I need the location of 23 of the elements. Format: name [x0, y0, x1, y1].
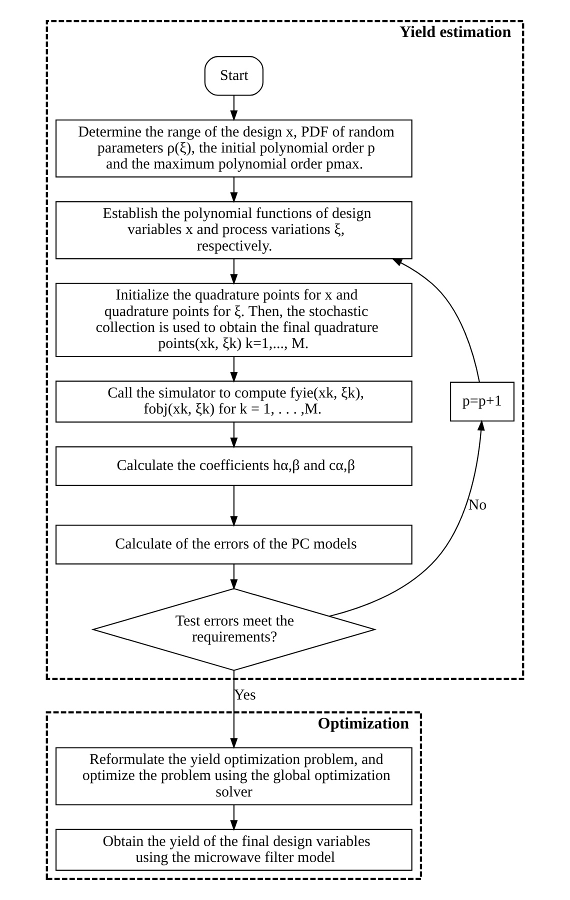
node-box: Initialize the quadrature points for x and quadrature points for ξ. Then, the stochastic collection is used to obtain the final quadrature points(xk, ξk) k=1,..., M.: [56, 282, 412, 358]
arrow: [230, 564, 238, 590]
arrow: [391, 258, 480, 382]
arrow: [230, 422, 238, 448]
arrow: [230, 96, 238, 122]
arrow: [230, 177, 238, 204]
arrow: [329, 420, 485, 617]
arrow: [230, 356, 238, 383]
node-box: Calculate the coefficients hα,β and cα,β: [56, 446, 412, 486]
node-box: Start: [204, 56, 264, 96]
node-box: Calculate of the errors of the PC models: [56, 524, 412, 564]
node-diamond: Test errors meet the requirements?: [91, 588, 377, 671]
node-box: Determine the range of the design x, PDF of random parameters ρ(ξ), the initial polynomial order p and the maximum polynomial order pmax.: [56, 119, 412, 178]
arrow: [230, 804, 238, 831]
arrow: [230, 486, 238, 527]
node-box: Call the simulator to compute fyie(xk, ξk), fobj(xk, ξk) for k = 1, . . . ,M.: [56, 380, 412, 423]
node-box: Establish the polynomial functions of design variables x and process variations ξ, respectively.: [56, 201, 412, 260]
node-box: Obtain the yield of the final design variables using the microwave filter model: [56, 828, 412, 871]
node-box: p=p+1: [450, 382, 514, 422]
edge-label: No: [468, 497, 487, 514]
node-box: Reformulate the yield optimization problem, and optimize the problem using the global optimization solver: [56, 747, 412, 806]
arrow: [230, 670, 238, 749]
arrow: [230, 258, 238, 285]
